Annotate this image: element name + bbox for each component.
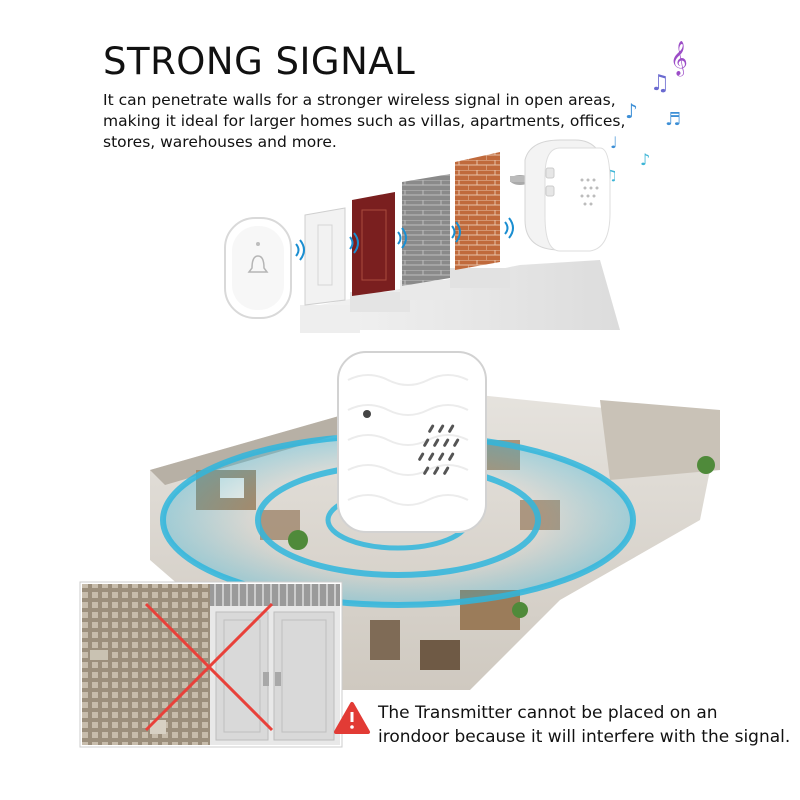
staircase bbox=[300, 260, 620, 333]
description: It can penetrate walls for a stronger wi… bbox=[103, 90, 626, 153]
page-title: STRONG SIGNAL bbox=[103, 40, 416, 83]
wifi-signal-icons bbox=[295, 217, 514, 261]
svg-text:♬: ♬ bbox=[665, 109, 681, 130]
receiver-plug-device bbox=[510, 139, 611, 252]
iron-doors-photo bbox=[79, 581, 343, 748]
warning-message: The Transmitter cannot be placed on an i… bbox=[378, 701, 791, 749]
svg-text:𝄞: 𝄞 bbox=[670, 41, 688, 77]
warning-line: The Transmitter cannot be placed on an bbox=[378, 703, 718, 723]
description-line: It can penetrate walls for a stronger wi… bbox=[103, 91, 616, 109]
transmitter-device bbox=[224, 217, 292, 319]
svg-text:♪: ♪ bbox=[625, 99, 638, 123]
music-notes-icon: 𝄞 ♫ ♪ ♬ ♩ ♪ ♫ bbox=[605, 41, 688, 184]
svg-text:♩: ♩ bbox=[610, 133, 618, 152]
svg-text:♫: ♫ bbox=[650, 71, 670, 96]
barrier-walls bbox=[304, 152, 500, 306]
svg-text:♪: ♪ bbox=[640, 150, 650, 169]
receiver-device bbox=[337, 351, 487, 533]
warning-triangle-icon bbox=[334, 702, 370, 734]
warning-line: irondoor because it will interfere with … bbox=[378, 727, 791, 747]
description-line: making it ideal for larger homes such as… bbox=[103, 112, 626, 130]
description-line: stores, warehouses and more. bbox=[103, 133, 337, 151]
